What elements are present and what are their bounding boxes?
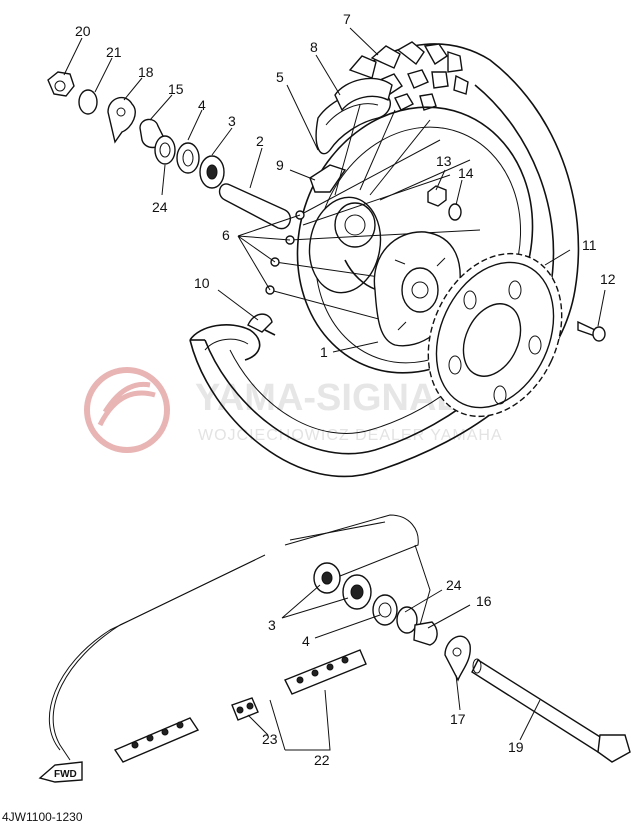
callout-22: 22 xyxy=(314,752,330,768)
sprocket-nut xyxy=(427,185,447,207)
spokes xyxy=(265,104,481,331)
drive-chain xyxy=(48,514,431,763)
callout-13: 13 xyxy=(436,153,452,169)
callout-9: 9 xyxy=(276,157,284,173)
callout-3-bottom: 3 xyxy=(268,617,276,633)
callout-8: 8 xyxy=(310,39,318,55)
callout-6: 6 xyxy=(222,227,230,243)
rim-lock xyxy=(309,164,347,193)
sprocket-bolt xyxy=(577,320,606,342)
callout-1: 1 xyxy=(320,344,328,360)
callout-4-bottom: 4 xyxy=(302,633,310,649)
callout-2: 2 xyxy=(256,133,264,149)
callout-7: 7 xyxy=(343,11,351,27)
callout-10: 10 xyxy=(194,275,210,291)
callout-15: 15 xyxy=(168,81,184,97)
callout-18: 18 xyxy=(138,64,154,80)
watermark-name: YAMA-SIGNAL xyxy=(195,377,460,419)
callout-16: 16 xyxy=(476,593,492,609)
callout-17: 17 xyxy=(450,711,466,727)
callout-14: 14 xyxy=(458,165,474,181)
left-axle-stack xyxy=(47,71,292,230)
callout-21: 21 xyxy=(106,44,122,60)
callout-4-top: 4 xyxy=(198,97,206,113)
rear-sprocket xyxy=(427,252,563,418)
callout-5: 5 xyxy=(276,69,284,85)
callout-23: 23 xyxy=(262,731,278,747)
callout-24-bottom: 24 xyxy=(446,577,462,593)
diagram-code: 4JW1100-1230 xyxy=(2,810,83,823)
callout-11: 11 xyxy=(582,237,597,253)
callout-20: 20 xyxy=(75,23,91,39)
inner-tube xyxy=(334,77,393,112)
callout-24-top: 24 xyxy=(152,199,168,215)
fwd-label: FWD xyxy=(54,769,77,780)
sprocket-washer xyxy=(448,203,462,221)
forward-direction-arrow: FWD xyxy=(38,761,83,783)
callout-3-top: 3 xyxy=(228,113,236,129)
rim-lock-nut xyxy=(247,313,276,336)
tire xyxy=(189,41,580,478)
callout-12: 12 xyxy=(600,271,616,287)
watermark-subtitle: WOJCIECHOWICZ DEALER YAMAHA xyxy=(198,427,503,444)
tire-tread xyxy=(348,41,469,111)
callout-19: 19 xyxy=(508,739,524,755)
rear-axle xyxy=(471,658,631,763)
hub xyxy=(308,196,411,294)
right-axle-stack xyxy=(313,562,471,682)
watermark-logo-icon xyxy=(84,367,170,453)
leader-lines xyxy=(63,27,606,751)
callout-labels: 20 21 18 15 4 3 24 2 5 8 7 9 6 13 14 10 … xyxy=(75,11,616,768)
